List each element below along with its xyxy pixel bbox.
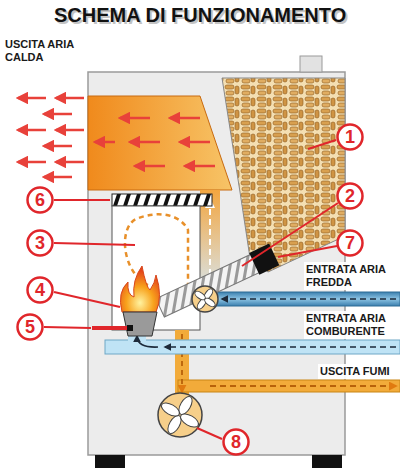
callout-ring: [338, 125, 363, 150]
callout-circle: 1: [336, 123, 364, 151]
smoke-pipe: [178, 380, 400, 392]
callout-number: 3: [35, 233, 45, 253]
callout-ring: [224, 430, 249, 455]
callout-number: 6: [35, 190, 45, 210]
hot-air-outlet-arrows: [18, 98, 84, 177]
air-flow-arrow: [209, 200, 211, 285]
hot-air-duct: [88, 96, 232, 190]
hot-air-arrows: [95, 118, 215, 166]
callout-ring: [28, 188, 53, 213]
leader-lines: [44, 140, 338, 439]
combustion-air-arrow: [165, 346, 396, 348]
stove-foot: [312, 455, 342, 468]
callout-circle: 8: [222, 428, 250, 456]
exhaust-fan: [158, 393, 202, 437]
callout-circle: 3: [26, 229, 54, 257]
diagram-title: SCHEMA DI FUNZIONAMENTO: [54, 4, 346, 27]
heat-exchanger-grid: [112, 194, 212, 206]
callout-number: 1: [345, 127, 355, 147]
callout-circle: 7: [336, 229, 364, 257]
smoke-arrow: [210, 385, 396, 387]
callout-number: 5: [25, 317, 35, 337]
flame: [120, 266, 159, 312]
hopper-lid: [300, 56, 322, 72]
callout-circle: 2: [336, 182, 364, 210]
callout-number: 7: [345, 233, 355, 253]
brazier: [123, 312, 157, 336]
pellet-hopper: [222, 78, 345, 272]
combustion-air-arrow: [137, 336, 158, 347]
cold-air-pipe: [205, 292, 400, 306]
flow-label: ENTRATA ARIA COMBURENTE: [304, 311, 398, 339]
igniter: [92, 326, 130, 330]
flow-label: USCITA FUMI: [318, 364, 398, 379]
cold-air-arrow: [222, 298, 396, 300]
igniter-tip: [127, 325, 133, 331]
flow-label: ENTRATA ARIA FREDDA: [304, 262, 398, 290]
callout-ring: [28, 278, 53, 303]
callout-ring: [18, 315, 43, 340]
callout-ring: [338, 231, 363, 256]
callout-ring: [28, 231, 53, 256]
callout-circle: 4: [26, 276, 54, 304]
callout-number: 8: [231, 432, 241, 452]
room-fan: [192, 286, 218, 312]
flow-label: USCITA ARIA CALDA: [5, 38, 101, 64]
callout-circle: 5: [16, 313, 44, 341]
callout-number: 4: [35, 280, 45, 300]
callout-number: 2: [345, 186, 355, 206]
stove-foot: [95, 455, 125, 468]
combustion-chamber: [112, 206, 200, 330]
callout-ring: [338, 184, 363, 209]
callout-circle: 6: [26, 186, 54, 214]
